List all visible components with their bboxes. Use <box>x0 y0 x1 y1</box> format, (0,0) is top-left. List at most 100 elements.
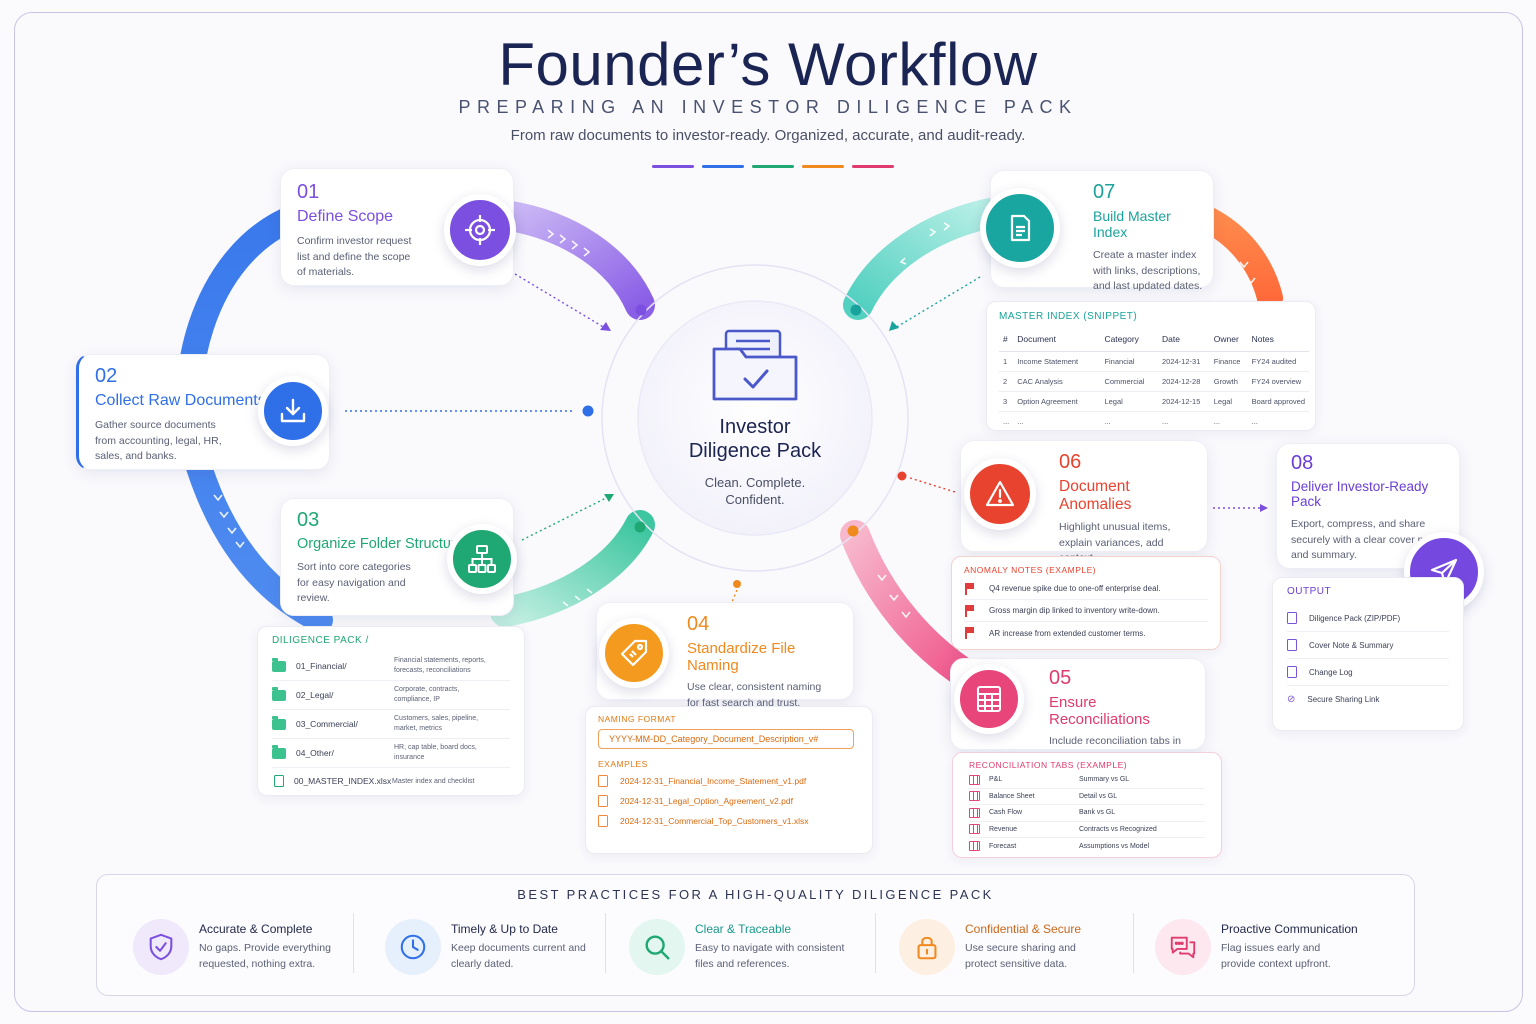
center-title-line2: Diligence Pack <box>688 440 822 462</box>
step-number: 01 <box>297 181 320 203</box>
output-panel: OUTPUT Diligence Pack (ZIP/PDF) Cover No… <box>1272 577 1464 731</box>
anomaly-item: Q4 revenue spike due to one-off enterpri… <box>964 578 1208 600</box>
arc-orange <box>1192 205 1283 311</box>
example-row: 2024-12-31_Commercial_Top_Customers_v1.x… <box>598 815 860 827</box>
best-practices-panel: BEST PRACTICES FOR A HIGH-QUALITY DILIGE… <box>96 874 1415 996</box>
center-tag-line2: Confident. <box>725 492 785 507</box>
step-description: Use clear, consistent naming for fast se… <box>687 681 822 709</box>
best-practice-title: Confidential & Secure <box>965 922 1082 936</box>
step-card-07: 07 Build Master Index Create a master in… <box>990 170 1214 292</box>
panel-title: MASTER INDEX (SNIPPET) <box>999 311 1138 322</box>
sheet-icon <box>969 774 980 785</box>
column-header: Notes <box>1247 331 1309 352</box>
folder-row: 04_Other/HR, cap table, board docs, insu… <box>272 739 510 768</box>
step-title: Organize Folder Structure <box>297 536 464 552</box>
step-description: Gather source documents from accounting,… <box>95 419 222 462</box>
step-icon-02 <box>258 376 328 446</box>
step-number: 05 <box>1049 667 1072 689</box>
file-icon <box>598 775 608 787</box>
accent-bar <box>652 165 694 168</box>
step-number: 06 <box>1059 451 1082 473</box>
sheet-icon <box>969 791 980 802</box>
panel-title: ANOMALY NOTES (EXAMPLE) <box>964 565 1097 575</box>
center-tag-line1: Clean. Complete. <box>704 475 806 490</box>
folder-icon <box>272 744 286 759</box>
step-icon-03 <box>447 524 517 594</box>
step-description: Confirm investor request list and define… <box>297 235 412 278</box>
naming-format-panel: NAMING FORMAT YYYY-MM-DD_Category_Docume… <box>585 706 873 854</box>
accent-bars <box>652 165 894 168</box>
column-header: Document <box>1013 331 1101 352</box>
folder-name: 00_MASTER_INDEX.xlsx <box>294 776 392 786</box>
master-index-panel: MASTER INDEX (SNIPPET) # Document Catego… <box>986 301 1316 431</box>
best-practice-desc: Flag issues early and provide context up… <box>1221 942 1331 970</box>
panel-title: RECONCILIATION TABS (EXAMPLE) <box>969 760 1128 770</box>
folder-icon <box>272 686 286 701</box>
accent-bar <box>752 165 794 168</box>
column-header: Category <box>1100 331 1158 352</box>
file-icon <box>598 795 608 807</box>
file-icon <box>598 815 608 827</box>
folder-desc: Master index and checklist <box>392 777 475 785</box>
column-header: Owner <box>1209 331 1248 352</box>
best-practice-desc: Easy to navigate with consistent files a… <box>695 942 845 970</box>
step-icon-04 <box>599 618 669 688</box>
warning-icon <box>985 480 1015 507</box>
page-subtitle: PREPARING AN INVESTOR DILIGENCE PACK <box>458 97 1078 117</box>
accent-bar <box>702 165 744 168</box>
folder-desc: Corporate, contracts, compliance, IP <box>394 686 460 703</box>
naming-format-box: YYYY-MM-DD_Category_Document_Description… <box>598 729 854 749</box>
anomaly-item: Gross margin dip linked to inventory wri… <box>964 600 1208 622</box>
flag-icon <box>964 582 974 595</box>
examples-title: EXAMPLES <box>598 759 648 769</box>
page-tagline: From raw documents to investor-ready. Or… <box>510 127 1026 144</box>
folder-check-icon <box>712 329 798 401</box>
output-item: Change Log <box>1287 659 1449 686</box>
hierarchy-icon <box>468 545 496 573</box>
step-icon-01 <box>444 194 516 266</box>
step-description: Export, compress, and share securely wit… <box>1291 518 1439 561</box>
target-icon <box>465 215 495 245</box>
step-title: Document Anomalies <box>1059 478 1132 513</box>
panel-title: NAMING FORMAT <box>598 714 677 724</box>
diligence-pack-panel: DILIGENCE PACK / 01_Financial/Financial … <box>257 626 525 796</box>
chat-bubbles-icon <box>1155 919 1211 975</box>
step-icon-05 <box>954 664 1024 734</box>
step-number: 02 <box>95 365 118 387</box>
output-item: ⊘Secure Sharing Link <box>1287 694 1380 705</box>
step-number: 03 <box>297 509 320 531</box>
folder-name: 03_Commercial/ <box>296 719 358 729</box>
tag-icon <box>620 639 648 667</box>
best-practice-desc: Use secure sharing and protect sensitive… <box>965 942 1076 970</box>
folder-desc: Customers, sales, pipeline, market, metr… <box>394 715 479 732</box>
step-title: Standardize File Naming <box>687 640 796 674</box>
best-practice-title: Timely & Up to Date <box>451 922 558 936</box>
output-item: Cover Note & Summary <box>1287 632 1449 659</box>
step-icon-06 <box>964 458 1036 530</box>
accent-bar <box>802 165 844 168</box>
example-row: 2024-12-31_Legal_Option_Agreement_v2.pdf <box>598 795 860 807</box>
panel-title: OUTPUT <box>1287 586 1332 597</box>
best-practice-title: Clear & Traceable <box>695 922 792 936</box>
folder-row: 01_Financial/Financial statements, repor… <box>272 652 510 681</box>
output-item: Diligence Pack (ZIP/PDF) <box>1287 605 1449 632</box>
step-title: Ensure Reconciliations <box>1049 694 1150 728</box>
center-hub: Investor Diligence Pack Clean. Complete.… <box>638 325 872 507</box>
page-title: Founder’s Workflow <box>498 31 1038 98</box>
anomaly-item: AR increase from extended customer terms… <box>964 622 1208 644</box>
sheet-icon <box>969 841 980 852</box>
best-practices-title: BEST PRACTICES FOR A HIGH-QUALITY DILIGE… <box>517 887 994 902</box>
search-icon <box>629 919 685 975</box>
folder-name: 02_Legal/ <box>296 690 334 700</box>
best-practice-desc: No gaps. Provide everything requested, n… <box>199 942 331 970</box>
